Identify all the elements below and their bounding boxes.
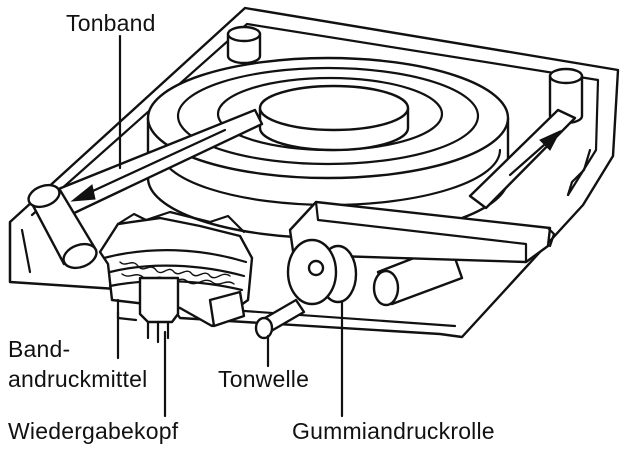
rubber-pressure-roller (286, 238, 358, 306)
label-gummiandruckrolle: Gummiandruckrolle (292, 418, 495, 444)
tape-direction-arrows (70, 128, 562, 202)
tape-reel (146, 56, 510, 240)
guide-post-rear (226, 25, 262, 65)
tape-roller-left (27, 183, 98, 270)
leader-lines (116, 34, 344, 418)
label-tonband: Tonband (66, 10, 156, 36)
playback-head-assembly (98, 210, 254, 344)
label-andruckmittel-line-2: andruckmittel (8, 366, 148, 392)
label-band-line-1: Band- (8, 336, 71, 362)
capstan-shaft (254, 298, 306, 340)
label-wiedergabekopf: Wiedergabekopf (8, 418, 179, 444)
label-tonwelle: Tonwelle (218, 366, 310, 392)
